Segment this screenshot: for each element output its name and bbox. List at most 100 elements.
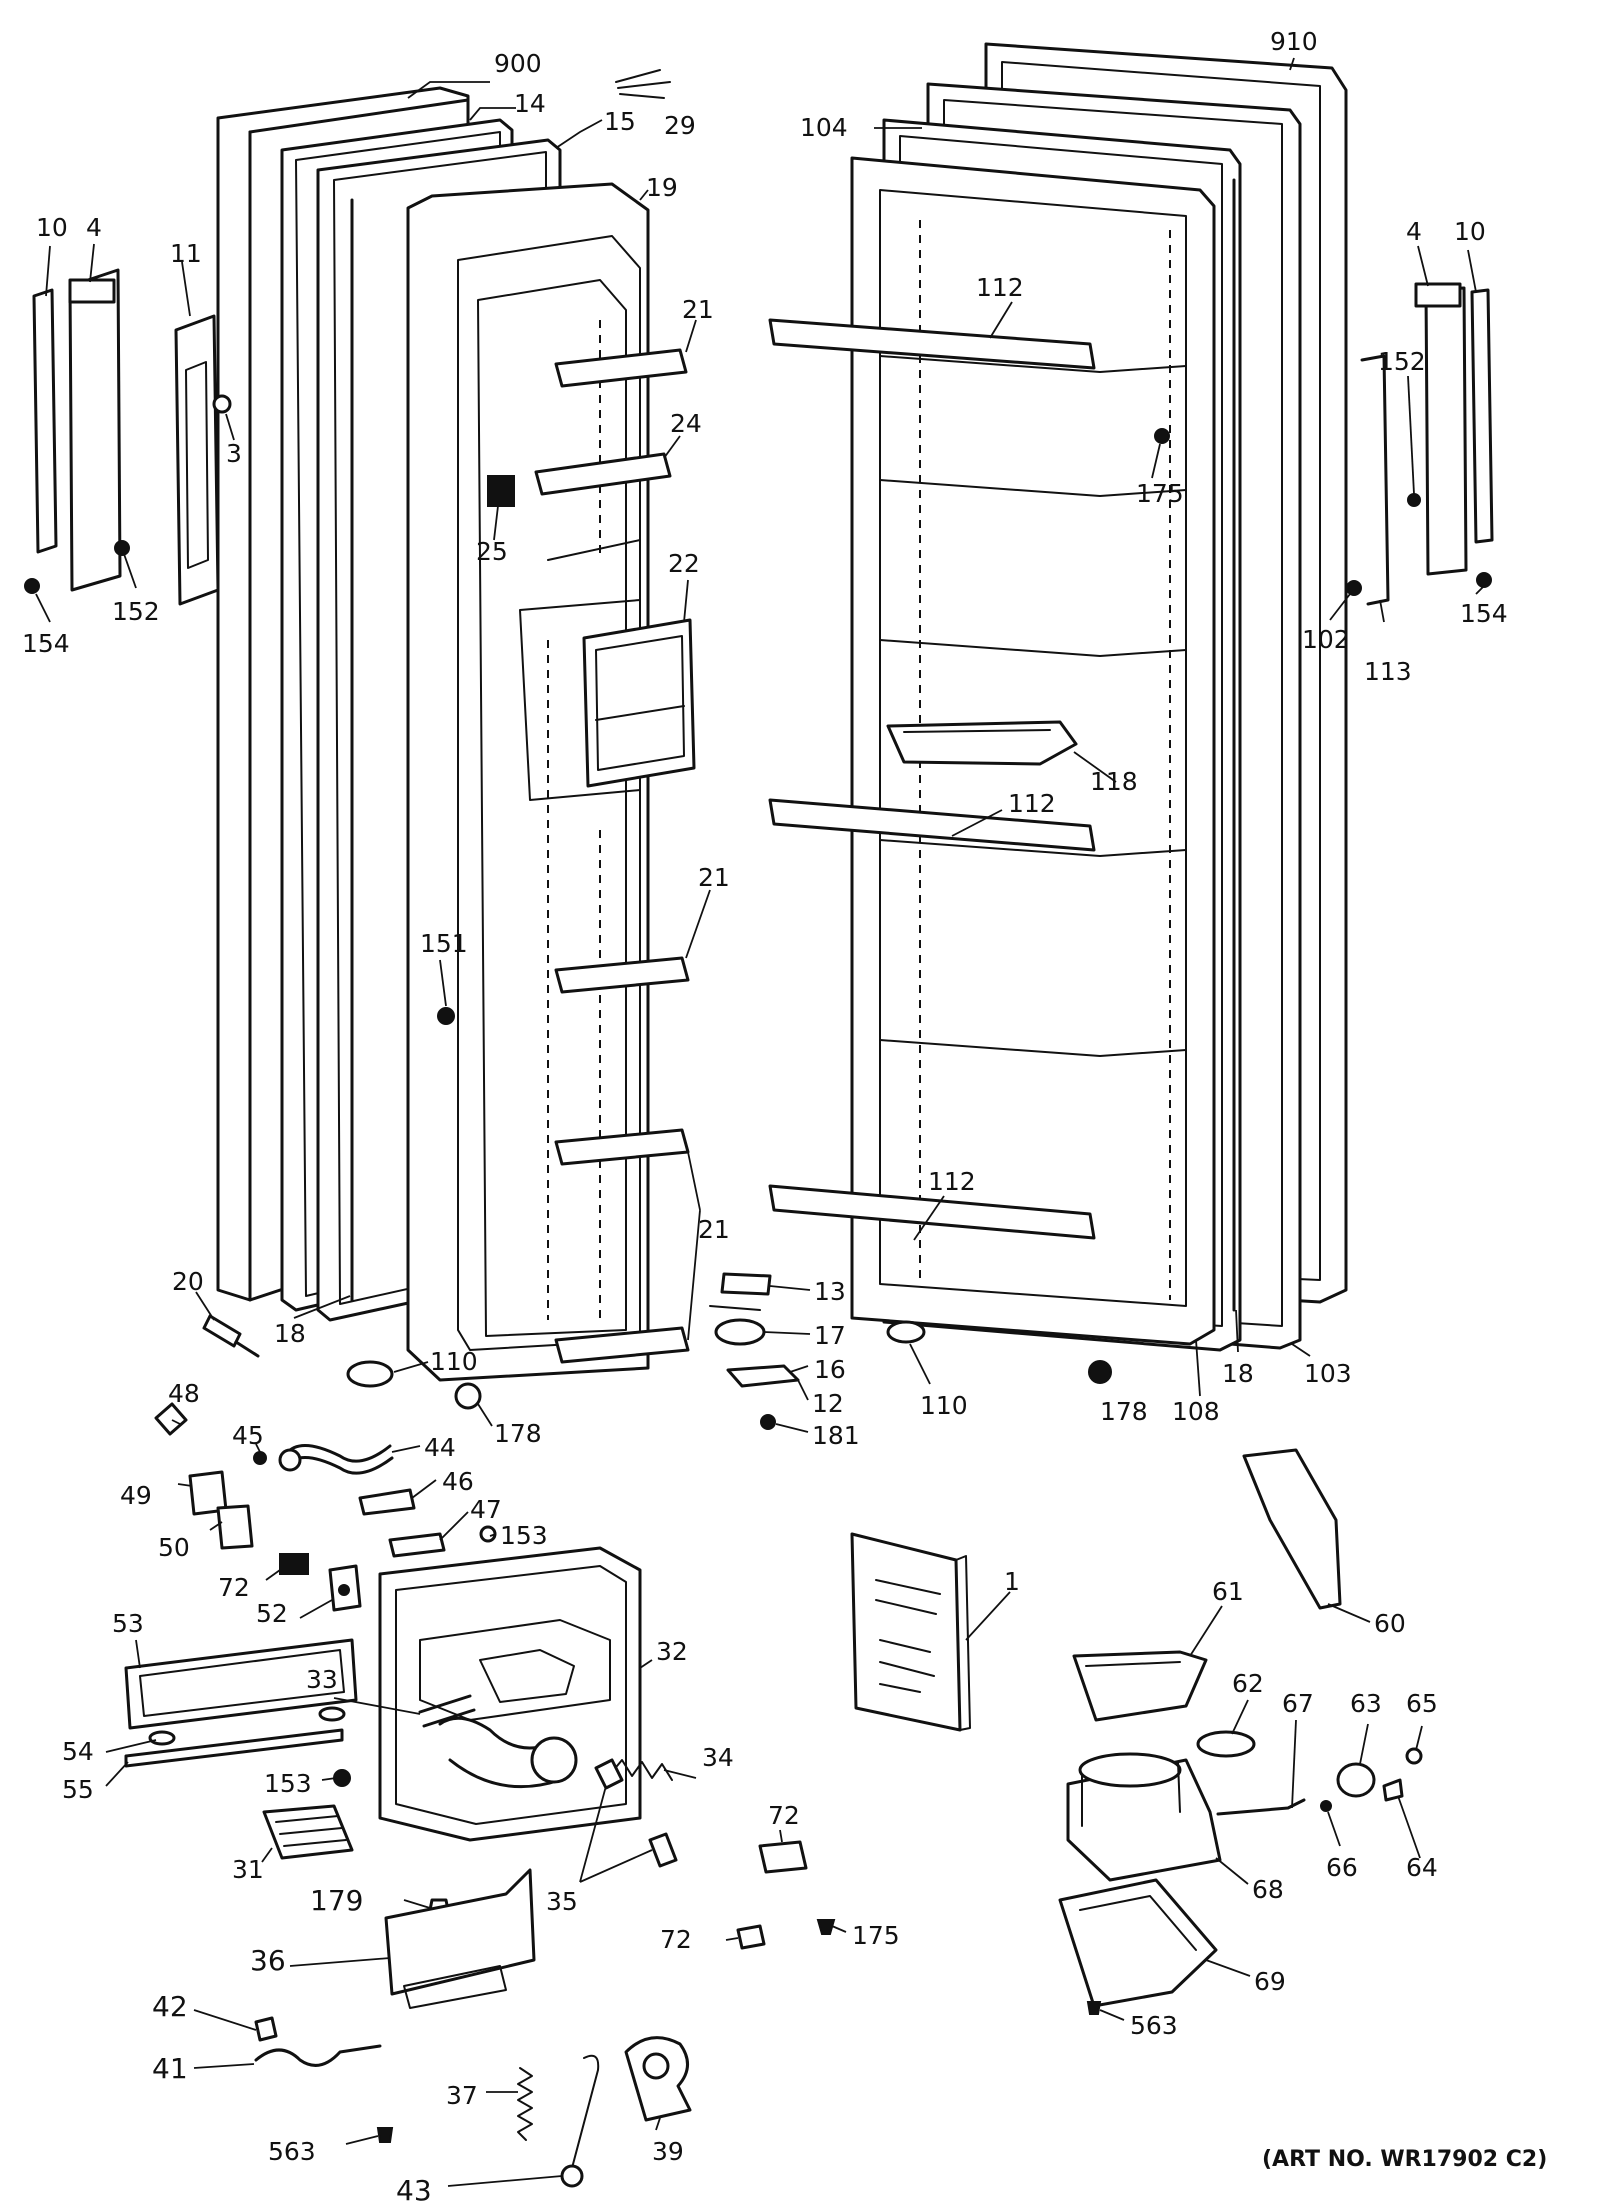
callout-25: 25 bbox=[476, 537, 508, 566]
screw-175-top bbox=[1154, 428, 1170, 444]
callout-37: 37 bbox=[446, 2081, 478, 2110]
bracket-36 bbox=[384, 1868, 536, 2009]
callout-21-bottom: 21 bbox=[698, 1215, 730, 1244]
callout-563-right: 563 bbox=[1130, 2011, 1178, 2040]
callout-113: 113 bbox=[1364, 657, 1412, 686]
callout-29: 29 bbox=[664, 111, 696, 140]
callout-18-right: 18 bbox=[1222, 1359, 1254, 1388]
callout-17: 17 bbox=[814, 1321, 846, 1350]
callout-22: 22 bbox=[668, 549, 700, 578]
valve-33 bbox=[418, 1694, 476, 1728]
switch-72-right-b bbox=[736, 1924, 766, 1950]
callout-16: 16 bbox=[814, 1355, 846, 1384]
callout-112-top: 112 bbox=[976, 273, 1024, 302]
callout-47: 47 bbox=[470, 1495, 502, 1524]
callout-154-left: 154 bbox=[22, 629, 70, 658]
callout-labels: 900 29 14 15 19 10 4 11 3 152 154 21 24 … bbox=[22, 27, 1508, 2207]
callout-67: 67 bbox=[1282, 1689, 1314, 1718]
callout-32: 32 bbox=[656, 1637, 688, 1666]
callout-20: 20 bbox=[172, 1267, 204, 1296]
bracket-60 bbox=[1242, 1448, 1342, 1610]
auger-base-69 bbox=[1058, 1878, 1218, 2008]
grille-31 bbox=[262, 1804, 354, 1860]
chain-43 bbox=[560, 2054, 600, 2188]
callout-72-left: 72 bbox=[218, 1573, 250, 1602]
callout-179: 179 bbox=[310, 1884, 363, 1917]
clip-42 bbox=[254, 2016, 278, 2042]
callout-18-left: 18 bbox=[274, 1319, 306, 1348]
arm-44 bbox=[278, 1444, 394, 1475]
chute-61 bbox=[1072, 1650, 1208, 1722]
callout-175-top: 175 bbox=[1136, 479, 1184, 508]
callout-154-right: 154 bbox=[1460, 599, 1508, 628]
shelf-bars-112 bbox=[768, 318, 1096, 1240]
cap-110-right bbox=[886, 1320, 926, 1344]
callout-53: 53 bbox=[112, 1609, 144, 1638]
strip-55 bbox=[124, 1728, 344, 1768]
bead-45 bbox=[253, 1451, 267, 1465]
callout-55: 55 bbox=[62, 1775, 94, 1804]
screw-152-left bbox=[114, 540, 130, 556]
callout-52: 52 bbox=[256, 1599, 288, 1628]
callout-10-left: 10 bbox=[36, 213, 68, 242]
callout-54: 54 bbox=[62, 1737, 94, 1766]
motor-housing-68 bbox=[1066, 1752, 1222, 1882]
callout-64: 64 bbox=[1406, 1853, 1438, 1882]
callout-152-right: 152 bbox=[1378, 347, 1426, 376]
cap-110-left bbox=[346, 1360, 394, 1388]
screw-563-right bbox=[1086, 2001, 1102, 2015]
callout-62: 62 bbox=[1232, 1669, 1264, 1698]
plunger-35 bbox=[594, 1758, 678, 1868]
screw-175-bottom bbox=[816, 1919, 836, 1935]
callout-34: 34 bbox=[702, 1743, 734, 1772]
callout-153-top: 153 bbox=[500, 1521, 548, 1550]
art-number: (ART NO. WR17902 C2) bbox=[1262, 2147, 1548, 2172]
hinge-pin-20 bbox=[202, 1314, 260, 1358]
shelf-bar-24 bbox=[534, 452, 672, 496]
callout-110-left: 110 bbox=[430, 1347, 478, 1376]
knob-63 bbox=[1336, 1762, 1376, 1798]
callout-153-mid: 153 bbox=[264, 1769, 312, 1798]
knob-48 bbox=[154, 1402, 188, 1436]
switch-72-left bbox=[279, 1553, 309, 1575]
callout-66: 66 bbox=[1326, 1853, 1358, 1882]
callout-108: 108 bbox=[1172, 1397, 1220, 1426]
callout-68: 68 bbox=[1252, 1875, 1284, 1904]
trim-10-right bbox=[1470, 288, 1494, 544]
callout-900: 900 bbox=[494, 49, 542, 78]
callout-65: 65 bbox=[1406, 1689, 1438, 1718]
callout-49: 49 bbox=[120, 1481, 152, 1510]
callout-24: 24 bbox=[670, 409, 702, 438]
callout-152-left: 152 bbox=[112, 597, 160, 626]
callout-19: 19 bbox=[646, 173, 678, 202]
callout-60: 60 bbox=[1374, 1609, 1406, 1638]
handle-end-4-right bbox=[1414, 282, 1468, 576]
callout-72-right-a: 72 bbox=[768, 1801, 800, 1830]
handle-end-4-left bbox=[68, 268, 122, 592]
wire-harness-29 bbox=[615, 69, 671, 99]
callout-118: 118 bbox=[1090, 767, 1138, 796]
callout-46: 46 bbox=[442, 1467, 474, 1496]
callout-112-bottom: 112 bbox=[928, 1167, 976, 1196]
knob-64 bbox=[1382, 1778, 1404, 1802]
callout-1: 1 bbox=[1004, 1567, 1020, 1596]
dispenser-frame-22 bbox=[582, 618, 696, 788]
disc-62 bbox=[1196, 1730, 1256, 1758]
callout-48: 48 bbox=[168, 1379, 200, 1408]
callout-31: 31 bbox=[232, 1855, 264, 1884]
callout-33: 33 bbox=[306, 1665, 338, 1694]
callout-72-right-b: 72 bbox=[660, 1925, 692, 1954]
wire-67 bbox=[1216, 1798, 1306, 1816]
callout-10-right: 10 bbox=[1454, 217, 1486, 246]
callout-563-left: 563 bbox=[268, 2137, 316, 2166]
callout-61: 61 bbox=[1212, 1577, 1244, 1606]
plate-50 bbox=[216, 1504, 254, 1550]
clip-153-mid bbox=[333, 1769, 351, 1787]
callout-178-left: 178 bbox=[494, 1419, 542, 1448]
callout-36: 36 bbox=[250, 1944, 286, 1977]
callout-14: 14 bbox=[514, 89, 546, 118]
callout-13: 13 bbox=[814, 1277, 846, 1306]
screw-154-left bbox=[24, 578, 40, 594]
callout-102: 102 bbox=[1302, 625, 1350, 654]
